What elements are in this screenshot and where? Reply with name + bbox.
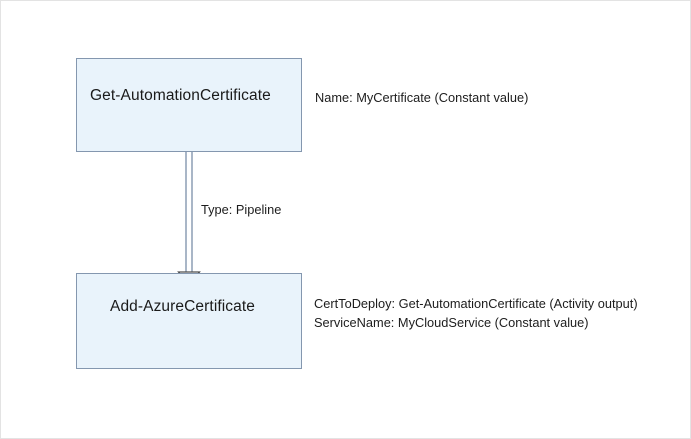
parameter-line-cert-to-deploy: CertToDeploy: Get-AutomationCertificate … — [314, 296, 638, 311]
activity-node-get-automation-certificate[interactable]: Get-AutomationCertificate — [76, 58, 302, 152]
activity-node-label: Get-AutomationCertificate — [90, 87, 271, 104]
activity-node-add-azure-certificate[interactable]: Add-AzureCertificate — [76, 273, 302, 369]
parameter-line-service-name: ServiceName: MyCloudService (Constant va… — [314, 315, 589, 330]
activity-node-label: Add-AzureCertificate — [110, 298, 256, 315]
activity-parameters-add-azure-certificate: CertToDeploy: Get-AutomationCertificate … — [314, 294, 638, 332]
connector-label-type: Type: Pipeline — [201, 202, 282, 217]
activity-parameters-get-automation-certificate: Name: MyCertificate (Constant value) — [315, 90, 529, 105]
